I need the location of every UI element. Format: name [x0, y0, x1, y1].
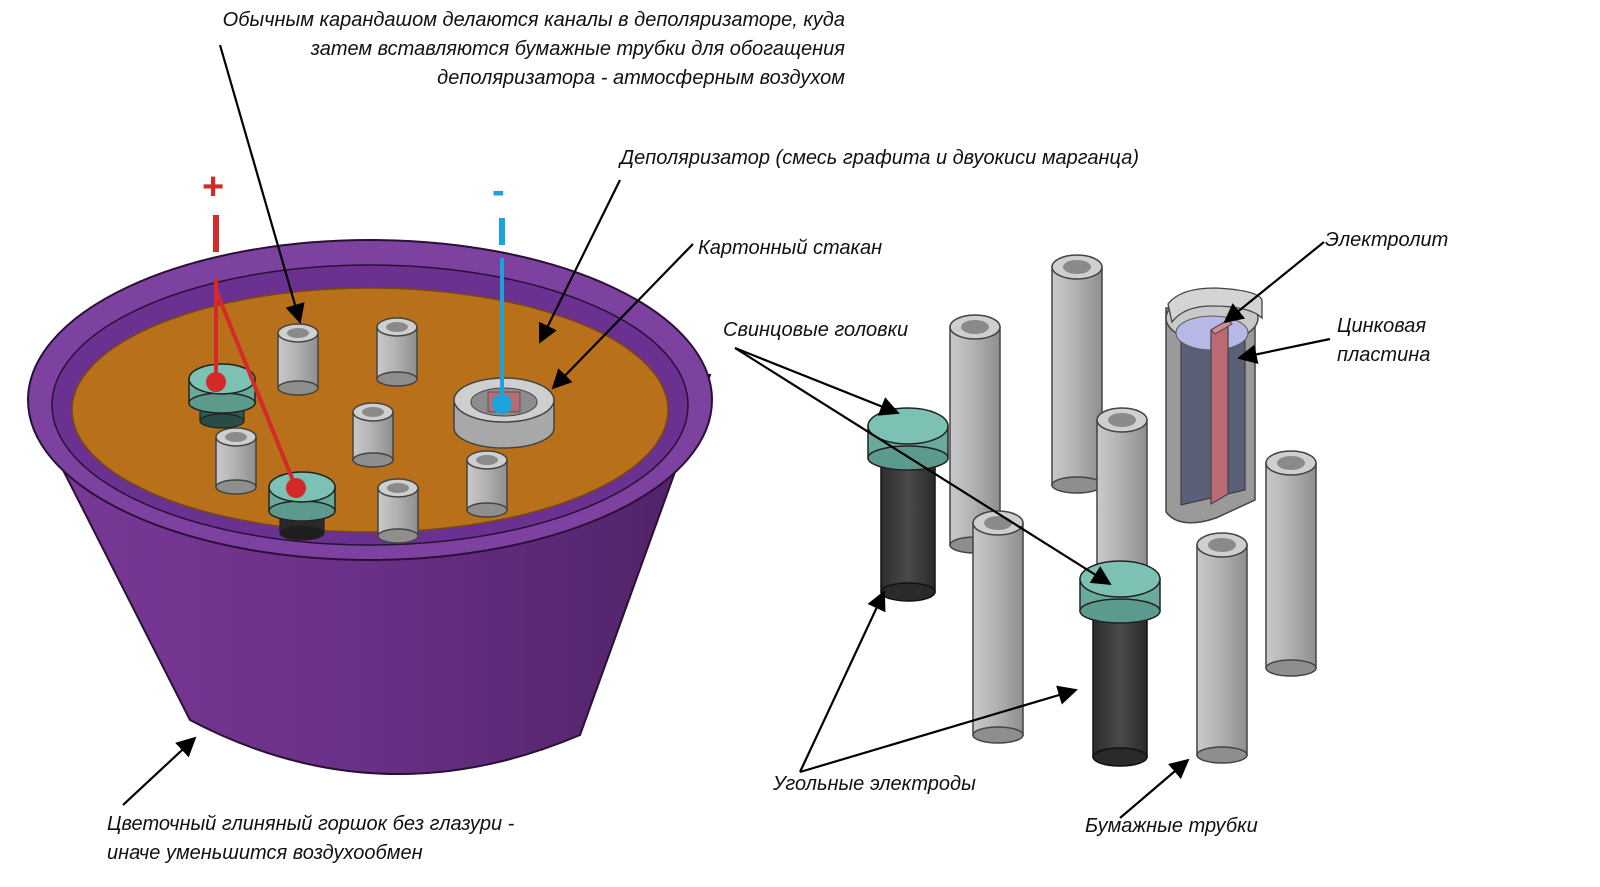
label-flower-pot-line-2: иначе уменьшится воздухообмен [107, 842, 423, 864]
label-cardboard-cup: Картонный стакан [698, 237, 883, 259]
paper-tube-icon [377, 478, 419, 544]
exploded-parts [867, 254, 1317, 767]
label-lead-heads: Свинцовые головки [723, 319, 909, 341]
label-pencil-channels: Обычным карандашом делаются каналы в деп… [190, 6, 845, 93]
paper-tube-icon [1265, 450, 1317, 677]
negative-terminal-sign: - [492, 170, 505, 212]
pot-paper-tubes [215, 317, 508, 544]
label-pencil-channels-line-2: затем вставляются бумажные трубки для об… [310, 38, 845, 60]
paper-tube-icon [277, 323, 319, 396]
cardboard-cup-cutaway [1165, 287, 1263, 524]
paper-tube-icon [972, 510, 1024, 744]
label-paper-tubes: Бумажные трубки [1085, 815, 1258, 837]
label-zinc-plate-line-1: Цинковая [1337, 315, 1427, 337]
label-pencil-channels-line-1: Обычным карандашом делаются каналы в деп… [222, 9, 845, 31]
carbon-electrode-icon [867, 407, 949, 602]
flower-pot-icon [27, 239, 713, 776]
label-flower-pot: Цветочный глиняный горшок без глазури - … [107, 810, 514, 868]
positive-terminal-sign: + [202, 166, 225, 208]
leader-arrows [122, 44, 1331, 819]
paper-tube-icon [215, 427, 257, 495]
label-carbon-electrodes: Угольные электроды [773, 773, 976, 795]
paper-tube-icon [1196, 532, 1248, 764]
lead-head-electrode-2 [268, 471, 336, 541]
label-electrolyte: Электролит [1325, 229, 1449, 251]
lead-head-electrode-1 [188, 363, 256, 429]
label-pencil-channels-line-3: деполяризатора - атмосферным воздухом [437, 67, 845, 89]
label-depolarizer: Деполяризатор (смесь графита и двуокиси … [620, 147, 1139, 169]
paper-tube-icon [352, 402, 394, 468]
label-flower-pot-line-1: Цветочный глиняный горшок без глазури - [107, 813, 515, 835]
paper-tube-icon [1051, 254, 1103, 494]
positive-wire [206, 215, 306, 498]
carbon-electrode-icon [1079, 560, 1161, 767]
label-zinc-plate: Цинковая пластина [1337, 312, 1430, 370]
negative-wire [492, 218, 512, 414]
paper-tube-icon [376, 317, 418, 387]
label-zinc-plate-line-2: пластина [1337, 344, 1431, 366]
paper-tube-icon [466, 450, 508, 518]
